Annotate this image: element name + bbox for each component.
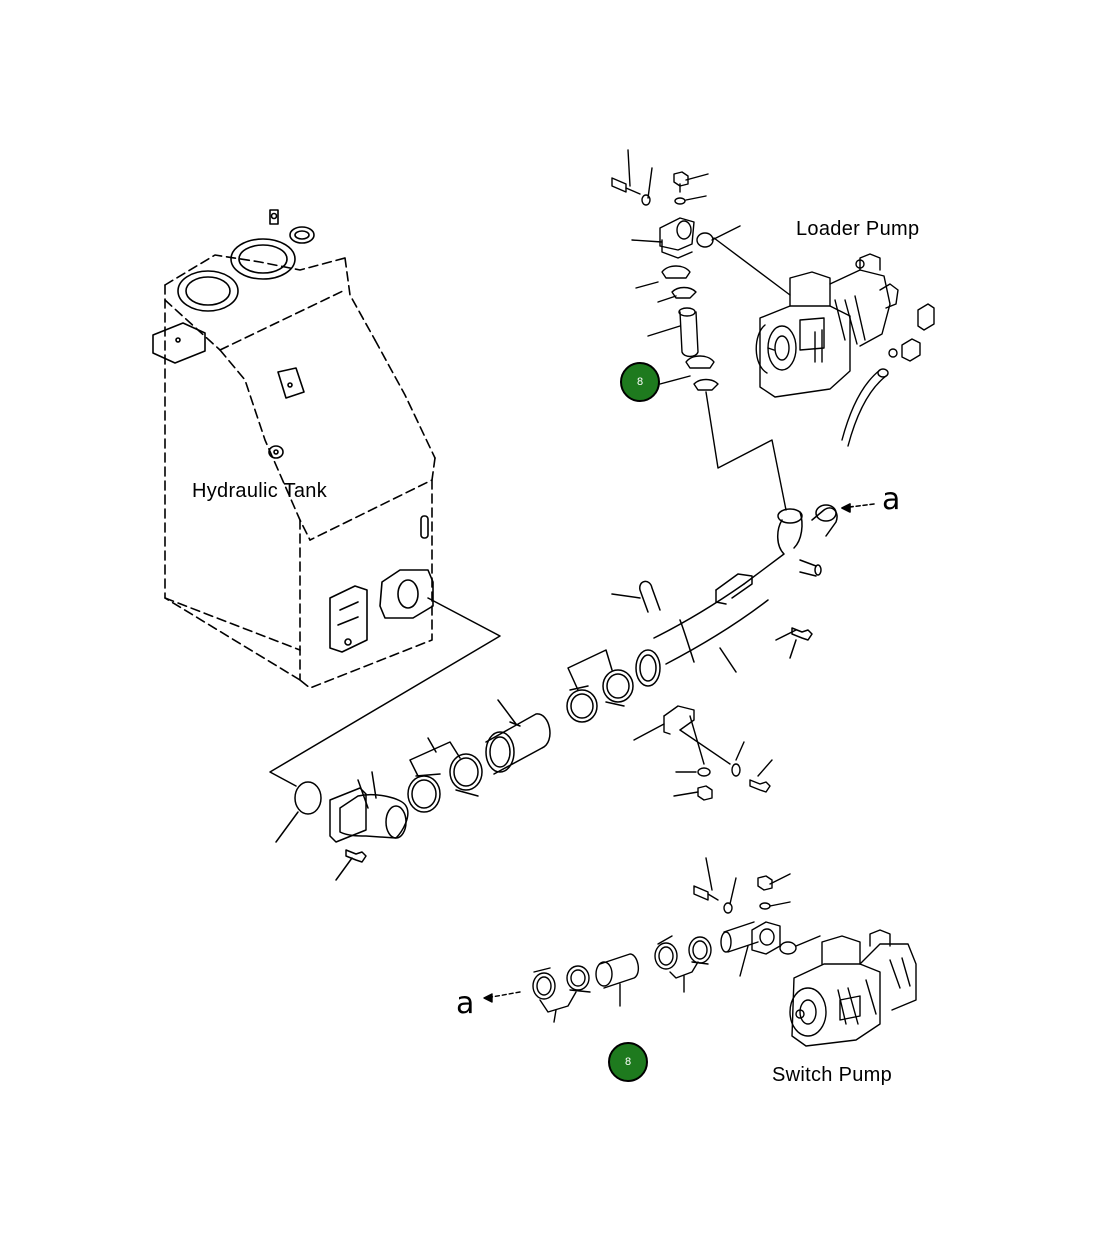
upper-fittings-drawing	[611, 149, 741, 391]
connector-label-lower: a	[456, 986, 475, 1021]
hydraulic-tank-label: Hydraulic Tank	[192, 480, 328, 502]
suction-pipe-drawing	[611, 504, 838, 687]
connector-label-upper: a	[882, 482, 901, 517]
switch-pump-drawing	[483, 857, 917, 1047]
loader-pump-drawing	[713, 237, 935, 447]
support-bracket-drawing	[633, 391, 787, 801]
part-callout-badge[interactable]: 8	[620, 362, 660, 402]
switch-pump-label: Switch Pump	[772, 1064, 893, 1086]
connector-arrow-upper	[841, 503, 875, 513]
hose-clamps-drawing	[269, 597, 634, 881]
loader-pump-label: Loader Pump	[796, 218, 920, 240]
hydraulic-tank-drawing	[152, 209, 436, 689]
part-callout-badge[interactable]: 8	[608, 1042, 648, 1082]
